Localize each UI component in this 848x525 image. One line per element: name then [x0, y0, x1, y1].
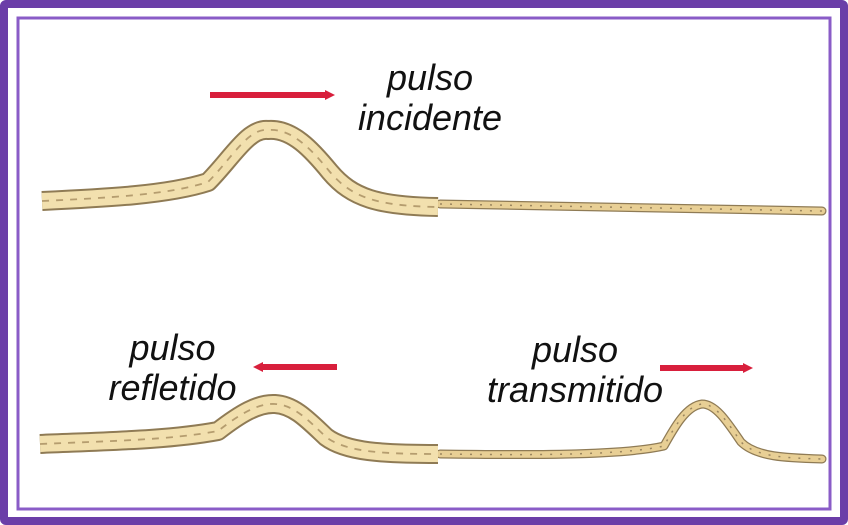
label-reflected-pulse: pulso refletido — [90, 328, 255, 408]
reflected-transmitted-scene — [39, 362, 827, 464]
label-incident-line1: pulso — [386, 57, 474, 98]
thin-rope-bottom — [435, 399, 827, 464]
thick-rope-incident — [41, 119, 439, 217]
incident-scene — [41, 90, 827, 217]
inner-frame — [16, 16, 832, 511]
label-transmitted-line2: transmitido — [486, 369, 664, 410]
label-reflected-line1: pulso — [129, 327, 216, 368]
label-transmitted-line1: pulso — [531, 329, 619, 370]
label-reflected-line2: refletido — [108, 367, 237, 408]
thick-rope-reflected — [39, 393, 439, 464]
label-incident-line2: incidente — [357, 97, 503, 138]
label-transmitted-pulse: pulso transmitido — [470, 330, 680, 410]
thin-rope-top — [435, 199, 827, 216]
label-incident-pulse: pulso incidente — [340, 58, 520, 138]
